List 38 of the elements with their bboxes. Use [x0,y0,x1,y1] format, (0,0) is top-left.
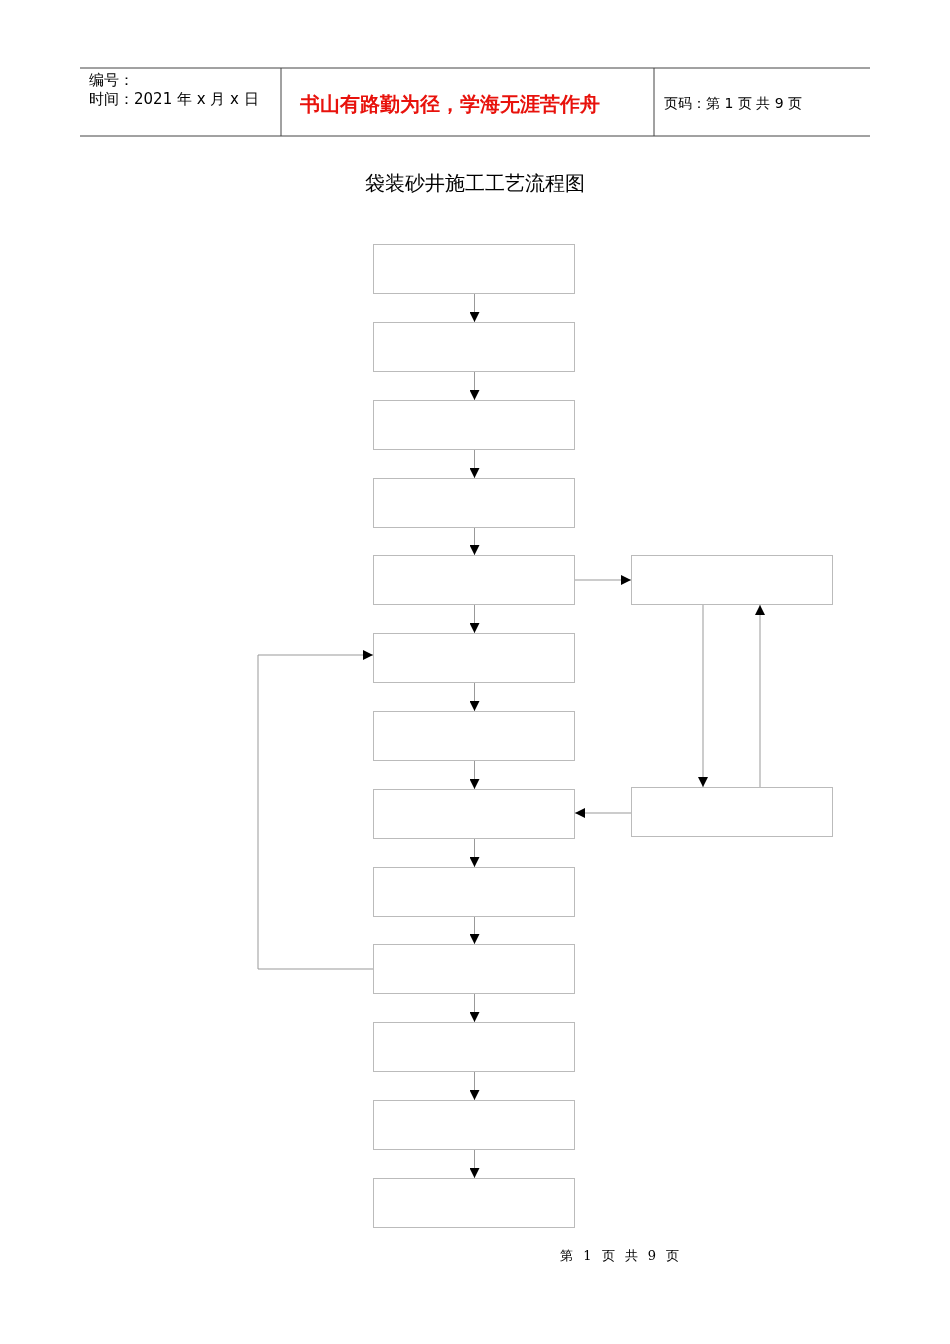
process-box [373,244,575,294]
arrow [574,808,632,818]
arrow [469,760,480,790]
diagram-title: 袋装砂井施工工艺流程图 [364,170,586,197]
arrow [469,916,480,945]
process-box [631,787,833,837]
arrow [469,993,480,1023]
process-box [373,400,575,450]
arrow [469,371,480,401]
process-box [373,867,575,917]
process-box [373,1022,575,1072]
process-box [373,789,575,839]
arrow [469,1071,480,1101]
motto-text: 书山有路勤为径，学海无涯苦作舟 [300,91,600,118]
process-box [373,1178,575,1228]
arrow [469,293,480,323]
arrow [469,527,480,556]
process-box [373,1100,575,1150]
process-box [373,478,575,528]
process-box [631,555,833,605]
process-box [373,944,575,994]
arrow [469,604,480,634]
arrow [755,604,765,788]
process-box [373,711,575,761]
arrow [469,449,480,479]
arrow [698,604,708,788]
page-number-text: 页码：第 1 页 共 9 页 [664,95,803,113]
arrow [574,575,632,585]
footer-page-number: 第 1 页 共 9 页 [560,1247,683,1265]
arrow [469,838,480,868]
arrow [469,682,480,712]
process-box [373,633,575,683]
number-field-label: 编号： [89,71,134,90]
date-text: 时间：2021 年 x 月 x 日 [89,90,259,109]
arrow [469,1149,480,1179]
process-box [373,555,575,605]
arrow [257,650,374,970]
process-box [373,322,575,372]
